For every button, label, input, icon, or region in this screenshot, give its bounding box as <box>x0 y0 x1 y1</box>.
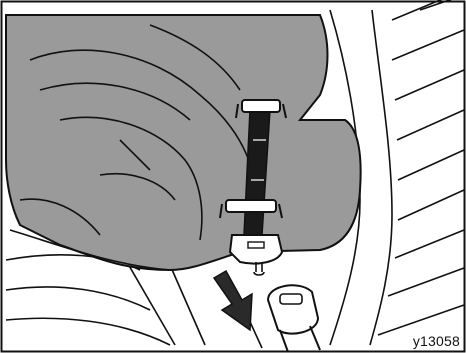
latch-plate <box>230 235 282 264</box>
buckle-slot <box>280 294 302 304</box>
belt-guide-lower <box>226 200 276 212</box>
latch-plate-slot <box>248 242 264 248</box>
belt-guide-upper <box>242 100 280 112</box>
child-seat-body <box>6 15 361 270</box>
figure-code: y13058 <box>413 333 460 349</box>
